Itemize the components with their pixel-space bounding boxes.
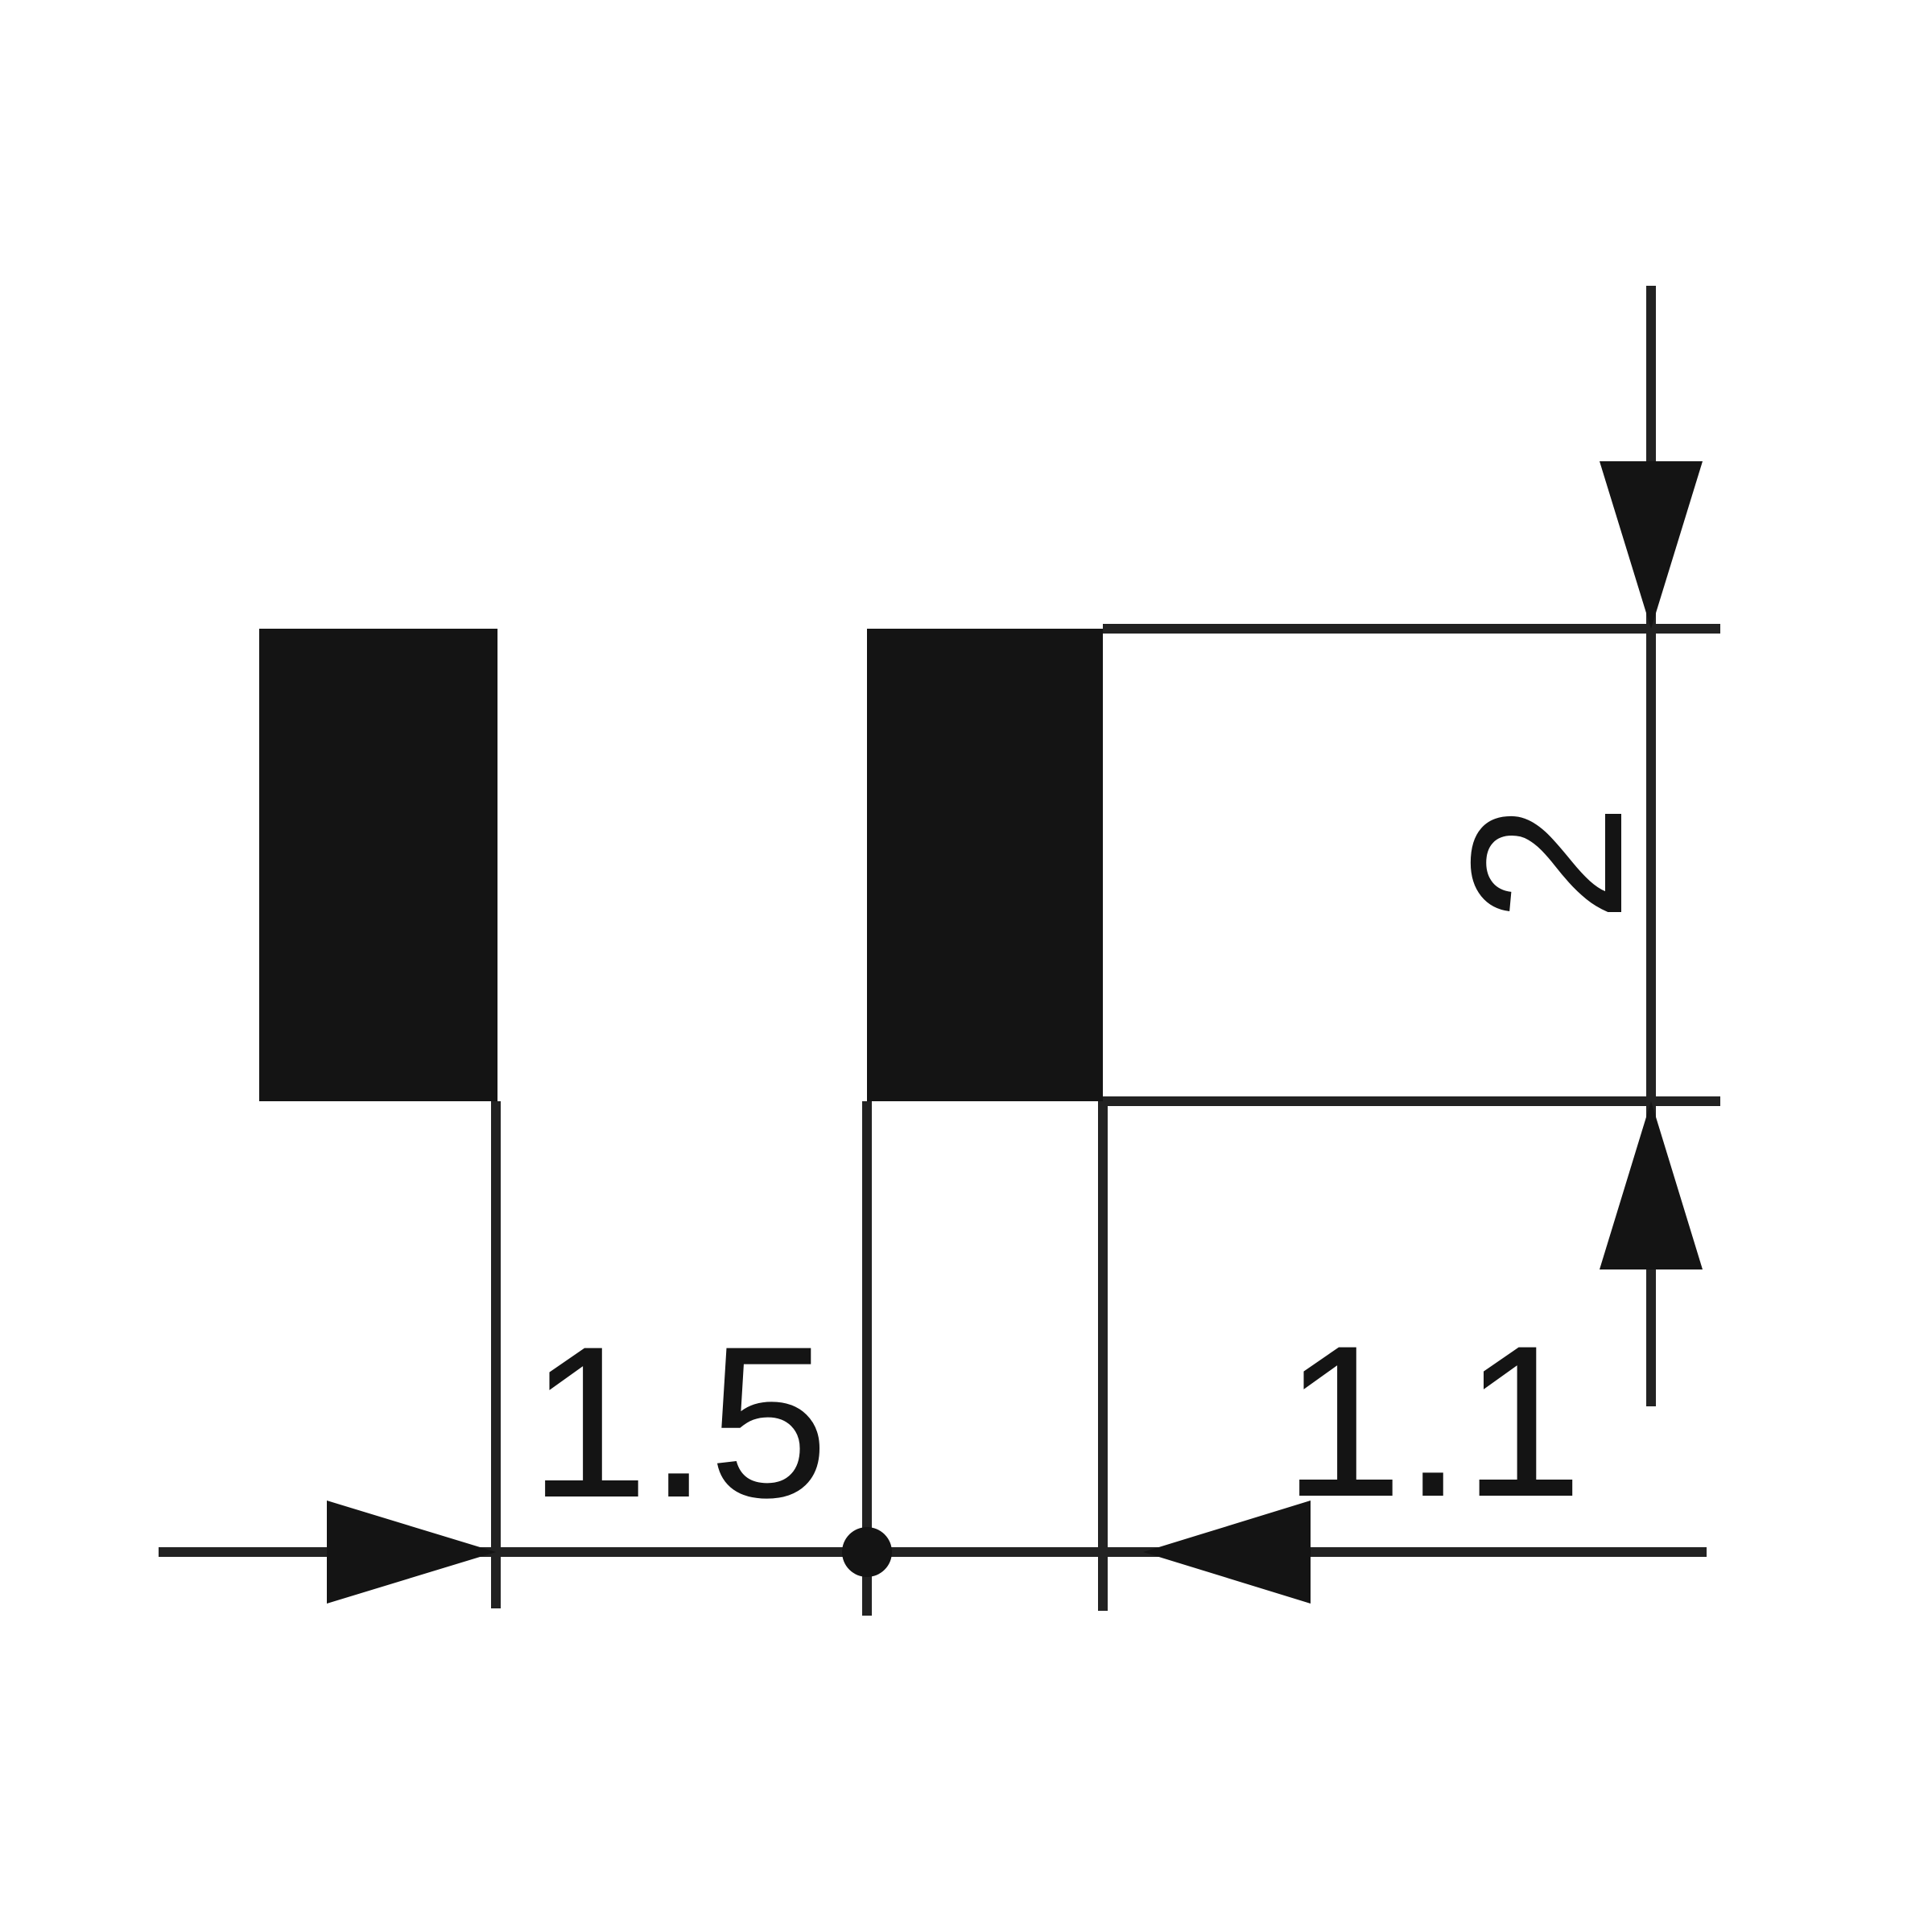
- dimension-label-offset: 1.1: [1283, 1300, 1583, 1542]
- down-arrowhead-icon: [1600, 461, 1703, 629]
- right-pad-rect: [867, 629, 1103, 1101]
- up-arrowhead-icon: [1600, 1101, 1703, 1269]
- dimension-label-gap: 1.5: [529, 1301, 829, 1542]
- left-pad-rect: [259, 629, 497, 1101]
- origin-dot: [842, 1527, 892, 1577]
- left-arrowhead-icon: [1143, 1501, 1311, 1604]
- right-arrowhead-icon: [327, 1501, 496, 1604]
- dimension-label-height: 2: [1426, 803, 1667, 923]
